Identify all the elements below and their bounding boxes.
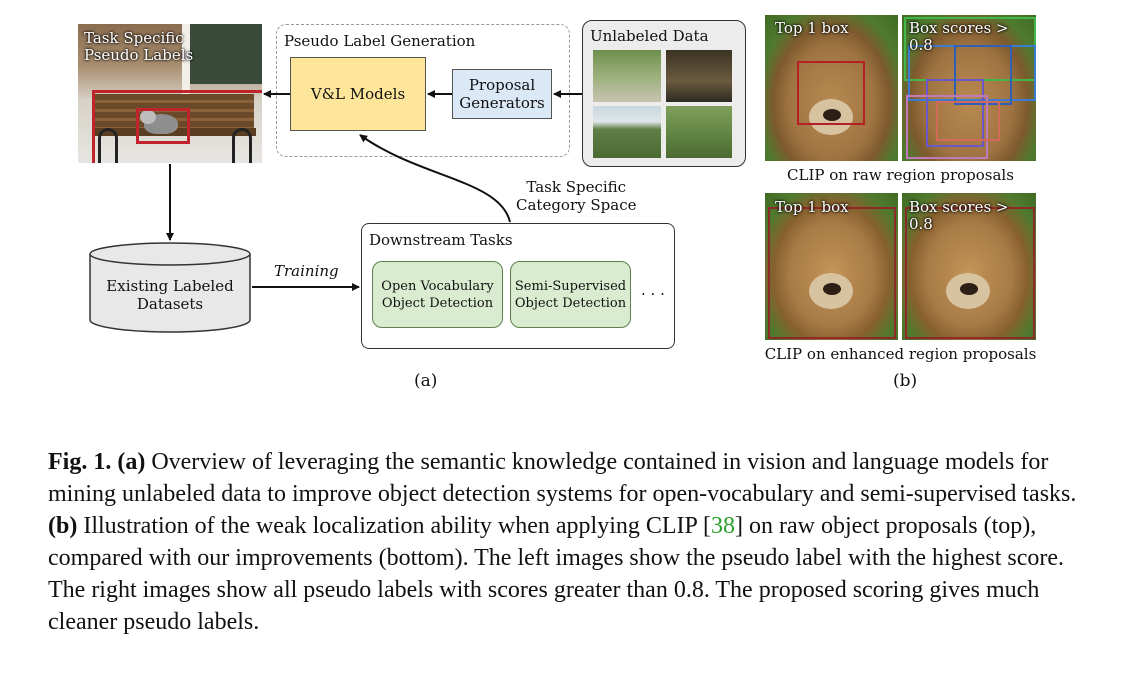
vl-models-box: V&L Models (290, 57, 426, 131)
pseudo-label-photo: Task Specific Pseudo Labels (78, 24, 262, 163)
downstream-tasks-title: Downstream Tasks (369, 231, 513, 249)
caption-part-3: on raw object proposals (top), compared … (48, 513, 1064, 635)
top1-label-bottom: Top 1 box (775, 198, 849, 216)
enhanced-scores-bbox (905, 207, 1035, 339)
wall-window (188, 24, 262, 84)
photo-label-line-1: Task Specific (84, 29, 184, 47)
existing-datasets-line-2: Datasets (136, 295, 204, 313)
bench-bbox (92, 90, 262, 163)
ss-detection-line-1: Semi-Supervised (514, 278, 627, 294)
cylinder-shape (89, 242, 251, 333)
ss-detection-line-2: Object Detection (514, 295, 627, 311)
citation-link[interactable]: 38 (710, 513, 735, 539)
citation-open: [ (702, 513, 711, 539)
caption-fig-label: Fig. 1. (48, 449, 112, 475)
panel-a-label: (a) (414, 371, 438, 391)
enhanced-top1-bbox (768, 207, 896, 339)
box-scores-label: Box scores > 0.8 (909, 19, 1009, 54)
photo-label: Task Specific Pseudo Labels (84, 30, 193, 64)
caption-a-label: (a) (117, 449, 146, 475)
ov-detection-box: Open Vocabulary Object Detection (372, 261, 503, 328)
ov-detection-line-2: Object Detection (381, 295, 494, 311)
unlabeled-image-4 (666, 106, 732, 158)
bench-leg-left (98, 128, 118, 163)
arrow-tasks-to-vl (359, 134, 511, 223)
proposal-generators-line-1: Proposal (468, 76, 536, 94)
enhanced-proposals-caption: CLIP on enhanced region proposals (764, 345, 1037, 363)
bear-raw-top1: Top 1 box (765, 15, 898, 161)
top1-label: Top 1 box (775, 19, 849, 37)
raw-box-6 (936, 101, 1000, 141)
bear-enhanced-scores: Box scores > 0.8 (902, 193, 1036, 340)
pseudo-label-generation-box (276, 24, 570, 157)
top1-bbox (797, 61, 865, 125)
cat-bbox (136, 108, 190, 144)
tasks-ellipsis: · · · (641, 285, 665, 303)
raw-box-4 (954, 45, 1012, 105)
bear-raw-scores: Box scores > 0.8 (902, 15, 1036, 161)
bear-enhanced-top1: Top 1 box (765, 193, 898, 340)
downstream-tasks-box (361, 223, 675, 349)
unlabeled-data-title: Unlabeled Data (590, 27, 709, 45)
bench-seat (92, 128, 256, 136)
existing-datasets-label: Existing Labeled Datasets (88, 277, 252, 313)
unlabeled-image-1 (593, 50, 661, 102)
proposal-generators-line-2: Generators (459, 94, 545, 112)
raw-proposals-caption: CLIP on raw region proposals (787, 166, 1014, 184)
unlabeled-image-3 (593, 106, 661, 158)
proposal-generators-box: Proposal Generators (452, 69, 552, 119)
caption-part-1: Overview of leveraging the semantic know… (48, 449, 1077, 507)
bench-leg-right (232, 128, 252, 163)
existing-datasets-line-1: Existing Labeled (106, 277, 234, 295)
ov-detection-line-1: Open Vocabulary (381, 278, 494, 294)
vl-models-label: V&L Models (310, 85, 406, 103)
window-frame (182, 24, 190, 94)
pseudo-label-generation-title: Pseudo Label Generation (284, 32, 476, 50)
cat-head (140, 110, 156, 124)
unlabeled-image-2 (666, 50, 732, 102)
caption-b-label: (b) (48, 513, 78, 539)
box-scores-label-bottom: Box scores > 0.8 (909, 198, 1009, 233)
task-category-space-line-2: Category Space (516, 196, 637, 214)
raw-box-5 (906, 95, 988, 159)
bear-nose-2 (823, 283, 841, 295)
panel-a-arrows (166, 90, 582, 291)
bear-nose (823, 109, 841, 121)
training-label: Training (274, 262, 339, 280)
ss-detection-box: Semi-Supervised Object Detection (510, 261, 631, 328)
citation-close: ] (734, 513, 743, 539)
bear-nose-3 (960, 283, 978, 295)
caption-part-2: Illustration of the weak localization ab… (83, 513, 697, 539)
figure-caption: Fig. 1. (a) Overview of leveraging the s… (48, 446, 1088, 638)
task-category-space-label: Task Specific Category Space (516, 178, 636, 214)
photo-label-line-2: Pseudo Labels (84, 46, 194, 64)
panel-b-label: (b) (893, 371, 918, 391)
task-category-space-line-1: Task Specific (526, 178, 627, 196)
